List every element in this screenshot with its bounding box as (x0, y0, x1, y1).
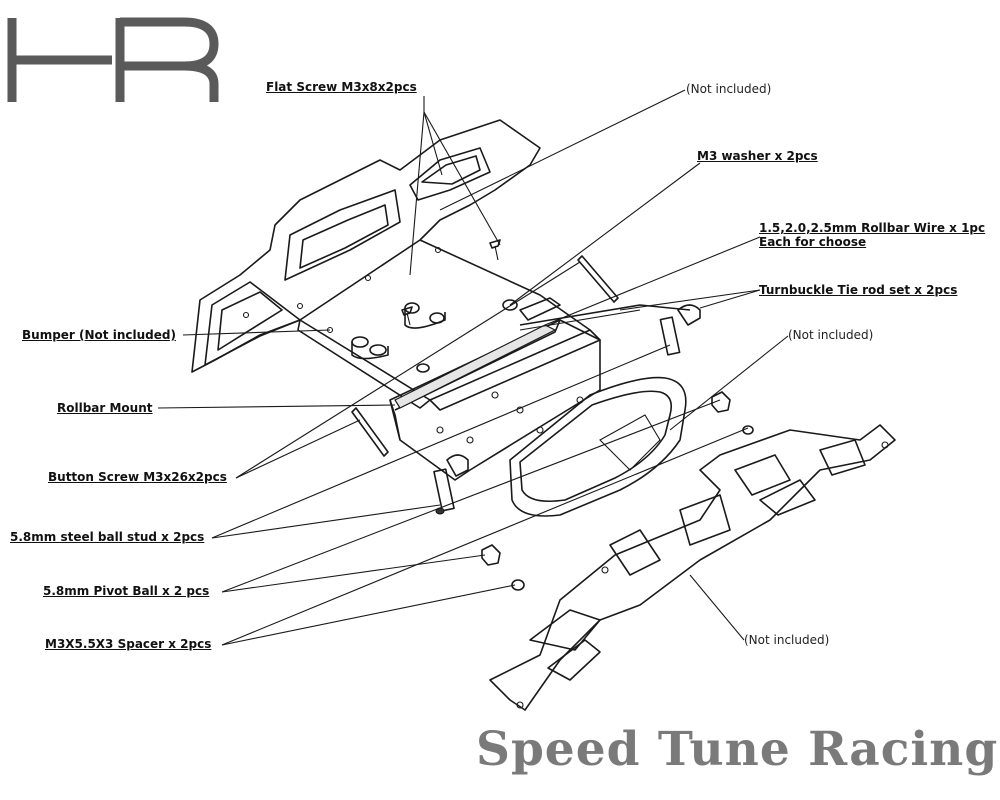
callout-spacer: M3X5.5X3 Spacer x 2pcs (45, 637, 212, 651)
callout-rollbar-wire-line2: Each for choose (759, 235, 867, 249)
callout-rollbar-mount: Rollbar Mount (57, 401, 153, 415)
note-not-included-mid: (Not included) (788, 328, 874, 342)
screws (351, 239, 619, 457)
callout-ball-stud: 5.8mm steel ball stud x 2pcs (10, 530, 205, 544)
callout-flat-screw: Flat Screw M3x8x2pcs (266, 80, 417, 94)
bumper-mount-plate (297, 239, 601, 411)
rollbar-mount (389, 297, 601, 481)
leader-lines (157, 89, 789, 646)
battery-tray (509, 376, 687, 517)
small-hardware (416, 299, 754, 591)
callout-bumper: Bumper (Not included) (22, 328, 176, 342)
lower-arm-assembly (489, 424, 896, 711)
bumper-plate (191, 119, 541, 373)
brand-watermark: Speed Tune Racing (476, 722, 999, 777)
hr-logo-icon (7, 17, 219, 102)
callout-turnbuckle: Turnbuckle Tie rod set x 2pcs (759, 283, 958, 297)
note-not-included-bottom: (Not included) (744, 633, 830, 647)
callout-button-screw: Button Screw M3x26x2pcs (48, 470, 227, 484)
turnbuckle-tie-rods (433, 304, 701, 515)
standoff-posts (351, 302, 446, 360)
note-not-included-top: (Not included) (686, 82, 772, 96)
callout-m3-washer: M3 washer x 2pcs (697, 149, 818, 163)
callout-rollbar-wire-line1: 1.5,2.0,2.5mm Rollbar Wire x 1pc (759, 221, 986, 235)
rollbar-wire (519, 304, 691, 331)
callout-pivot-ball: 5.8mm Pivot Ball x 2 pcs (43, 584, 210, 598)
